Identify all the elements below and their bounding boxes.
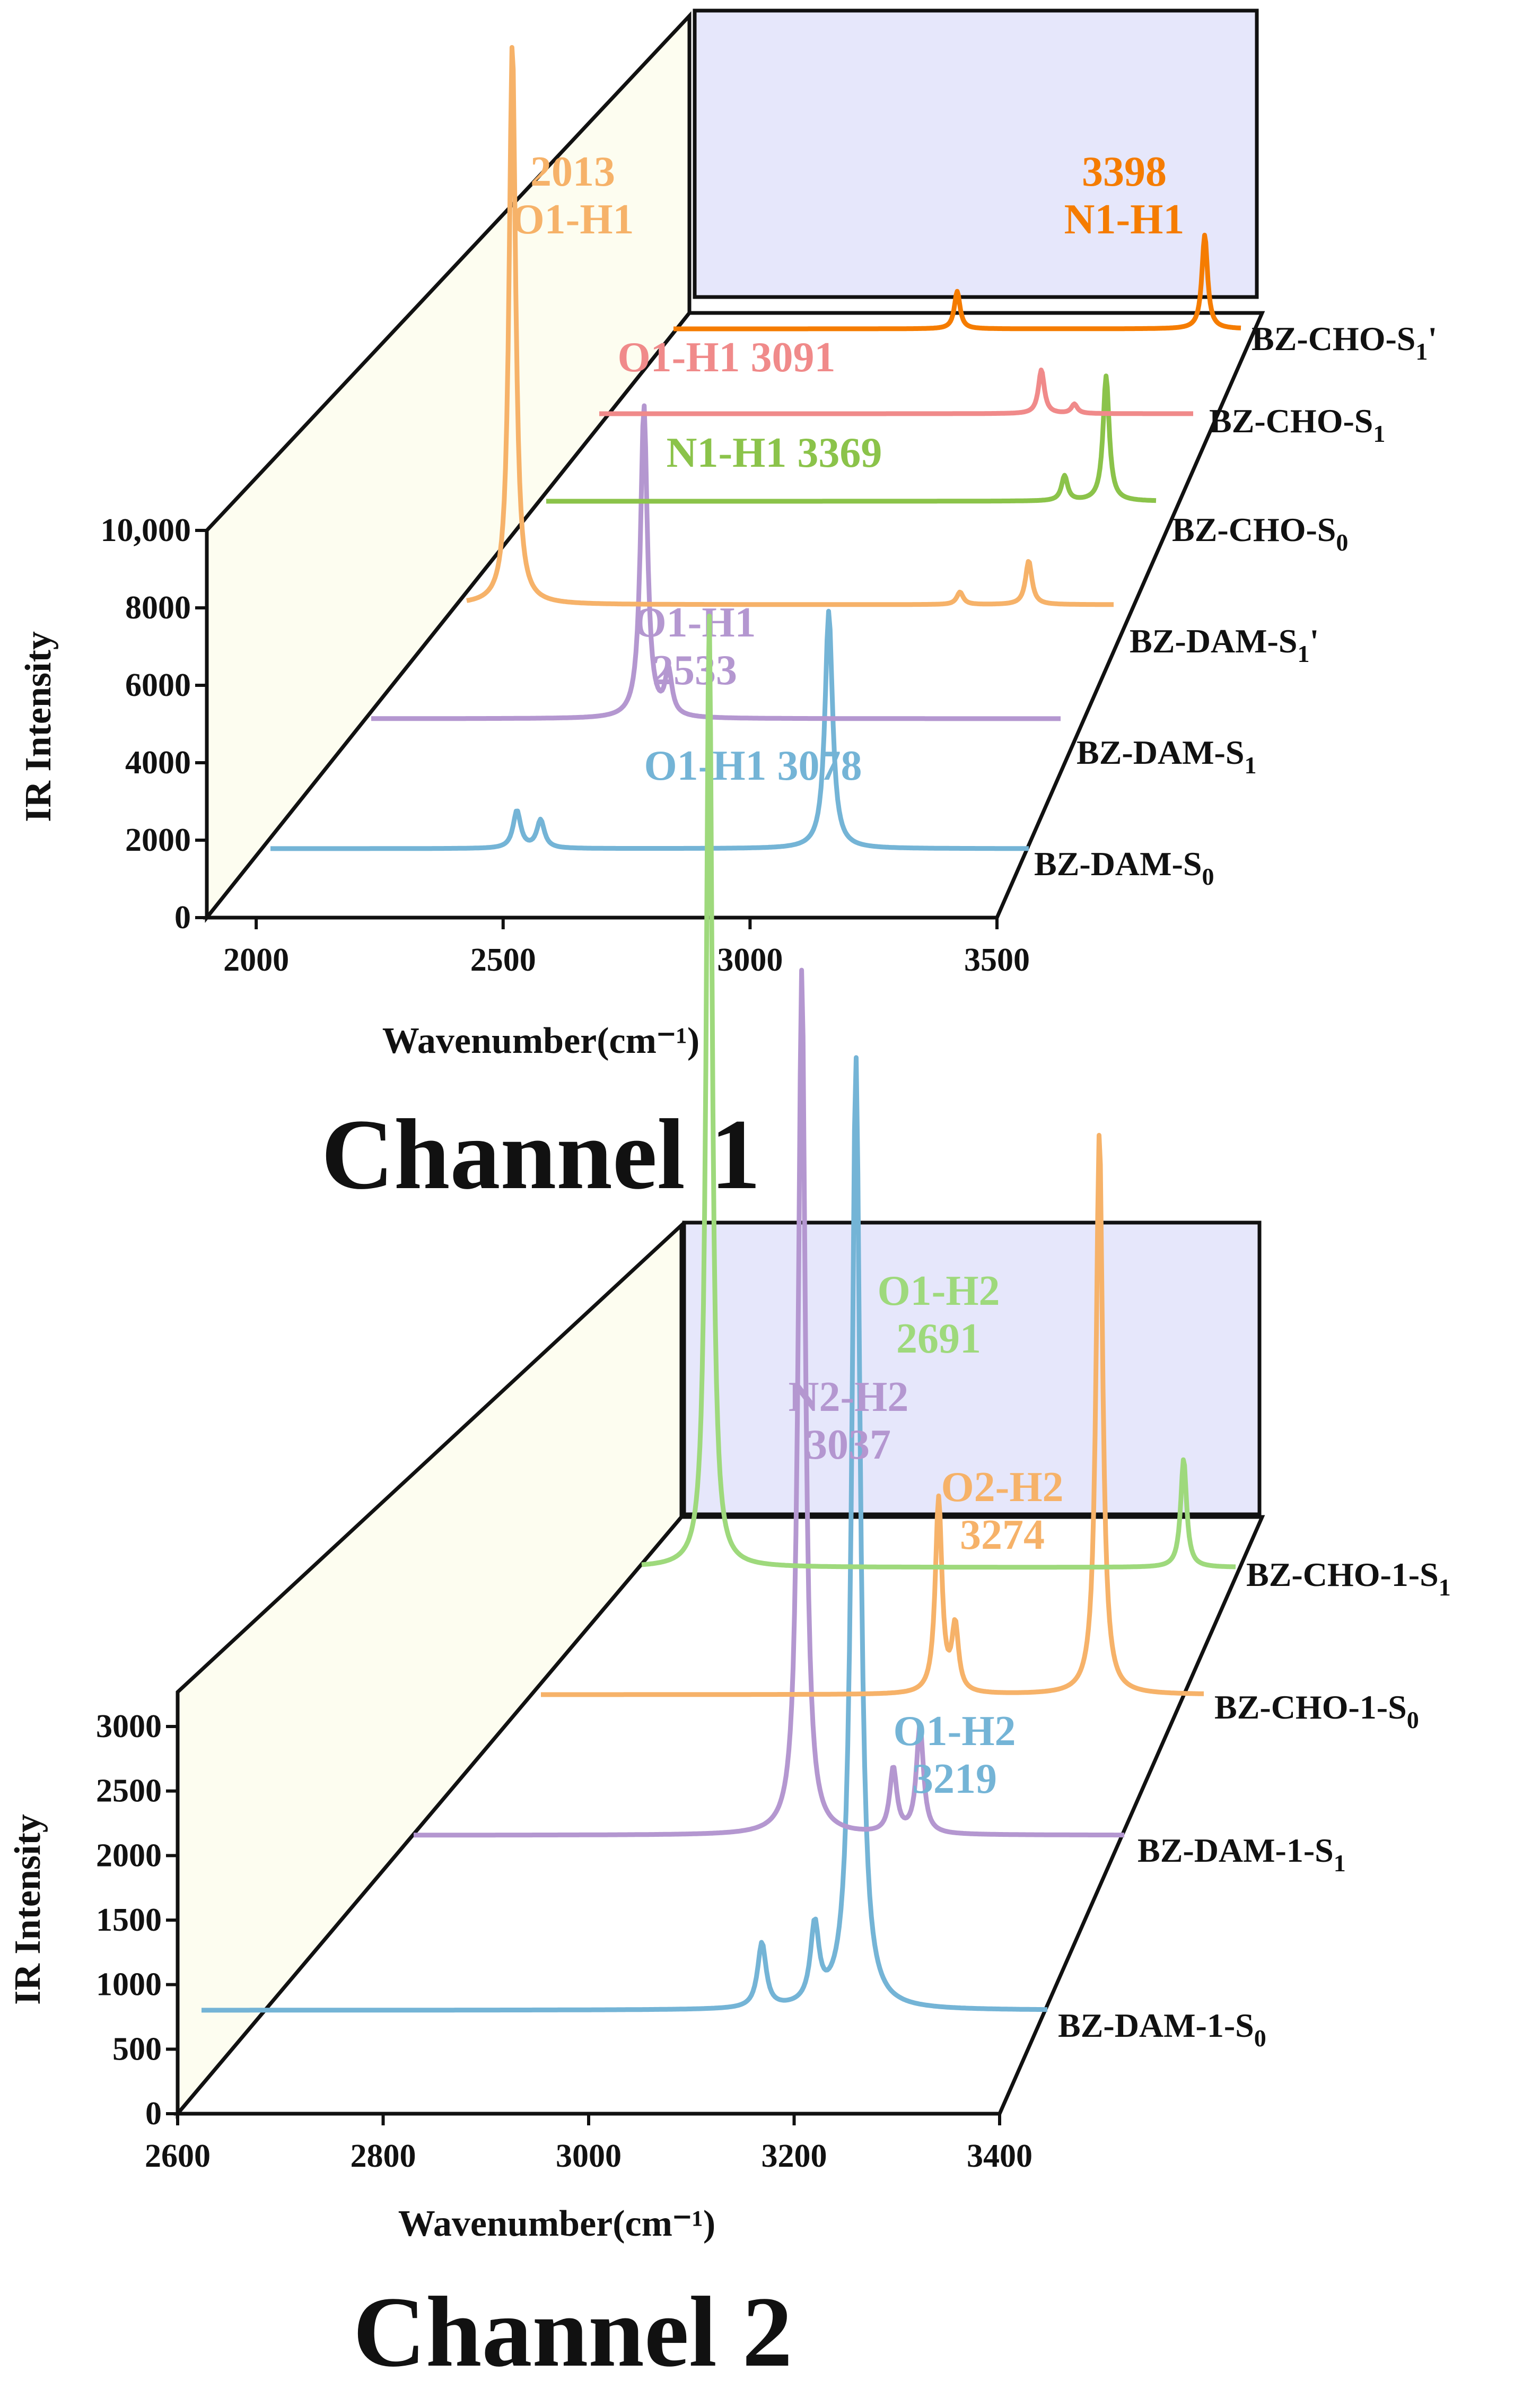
y-tick-label: 8000 [125, 590, 191, 626]
x-tick-label: 3000 [717, 942, 783, 978]
x-tick-label: 2500 [470, 942, 536, 978]
x-tick-label: 3500 [964, 942, 1030, 978]
series-label: BZ-DAM-S0 [1034, 845, 1214, 890]
series-line [269, 608, 1030, 851]
y-tick-label: 6000 [125, 667, 191, 703]
y-tick-label: 1500 [96, 1902, 162, 1938]
series-label: BZ-CHO-S0 [1172, 511, 1348, 556]
y-tick-label: 3000 [96, 1708, 162, 1745]
series-line [640, 613, 1237, 1570]
x-tick-label: 2000 [223, 942, 289, 978]
back-wall [693, 8, 1259, 299]
y-tick-label: 1000 [96, 1967, 162, 2003]
series-line [672, 232, 1242, 332]
peak-annotation: N1-H1 3369 [667, 430, 882, 476]
back-wall [682, 1220, 1262, 1516]
x-tick-label: 2600 [145, 2138, 211, 2174]
x-tick-label: 2800 [351, 2138, 416, 2174]
y-tick-label: 2000 [125, 822, 191, 858]
y-tick-label: 0 [145, 2096, 162, 2132]
series-line [370, 403, 1062, 721]
series-label: BZ-DAM-S1' [1130, 622, 1319, 667]
y-tick-label: 10,000 [101, 512, 191, 548]
series-label: BZ-CHO-1-S0 [1214, 1688, 1419, 1733]
x-tick-label: 3200 [762, 2138, 827, 2174]
y-tick-label: 2500 [96, 1773, 162, 1809]
series-label: BZ-DAM-1-S1 [1138, 1832, 1346, 1877]
chart-title: Channel 2 [353, 2277, 793, 2388]
x-axis-label: Wavenumber(cm⁻¹) [398, 2203, 715, 2244]
series-line [540, 1132, 1205, 1697]
x-tick-label: 3400 [967, 2138, 1032, 2174]
y-tick-label: 2000 [96, 1837, 162, 1873]
series-label: BZ-DAM-1-S0 [1058, 2007, 1266, 2052]
floor [203, 311, 1265, 920]
series-line [465, 45, 1115, 607]
peak-annotation: O1-H1 3078 [644, 743, 862, 789]
y-axis-label: IR Intensity [18, 631, 59, 822]
chart-2: 0 500 1000 1500 2000 2500 3000 2600 2800 3000 3200… [7, 613, 1451, 2388]
chart-title: Channel 1 [321, 1099, 761, 1210]
y-axis-label: IR Intensity [7, 1814, 48, 2005]
chart-1: 0 2000 4000 6000 8000 10,000 2000 2500 3000 3500W… [18, 8, 1437, 1210]
series-line [200, 1055, 1048, 2013]
peak-annotation: O1-H1 3091 [617, 334, 835, 381]
y-tick-label: 0 [174, 900, 191, 936]
x-tick-label: 3000 [556, 2138, 622, 2174]
x-axis-label: Wavenumber(cm⁻¹) [382, 1021, 699, 1061]
series-line [413, 967, 1125, 1838]
series-label: BZ-DAM-S1 [1077, 734, 1256, 779]
series-line [598, 368, 1195, 416]
floor [173, 1515, 1265, 2116]
series-line [545, 373, 1158, 504]
y-tick-label: 500 [112, 2031, 162, 2067]
series-label: BZ-CHO-S1' [1252, 320, 1437, 365]
y-tick-label: 4000 [125, 745, 191, 781]
series-label: BZ-CHO-1-S1 [1246, 1556, 1451, 1601]
series-label: BZ-CHO-S1 [1209, 402, 1385, 447]
